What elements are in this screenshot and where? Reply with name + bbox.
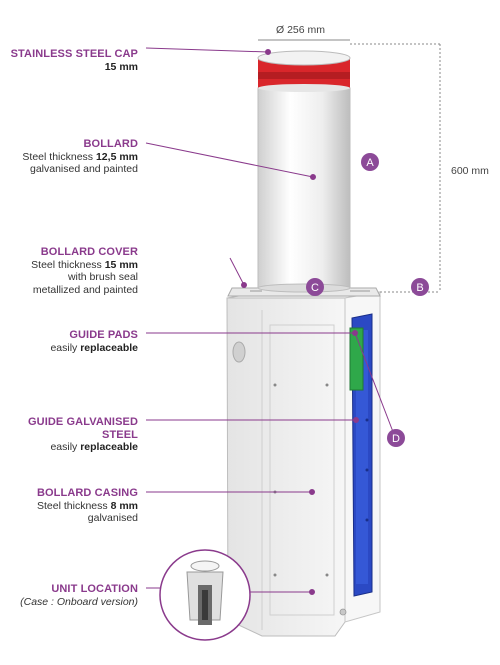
bollard-cylinder xyxy=(257,87,351,293)
bollard-thickness: 12,5 mm xyxy=(95,150,138,163)
badge-d: D xyxy=(387,429,405,447)
cover-title: BOLLARD COVER xyxy=(40,246,138,258)
casing-title: BOLLARD CASING xyxy=(36,487,138,499)
bollard-title: BOLLARD xyxy=(83,138,138,150)
label-bollard-casing: BOLLARD CASING Steel thickness 8 mm galv… xyxy=(37,487,138,525)
cover-line3: metallized and painted xyxy=(32,283,138,296)
leader-lines xyxy=(145,47,396,595)
location-title: UNIT LOCATION xyxy=(51,583,138,595)
guide-pads-replaceable: replaceable xyxy=(80,341,138,354)
unit-location-inset xyxy=(159,549,251,641)
dimension-lines xyxy=(258,39,441,293)
label-guide-pads: GUIDE PADS easily replaceable xyxy=(50,329,138,354)
bollard-line1-pre: Steel thickness xyxy=(22,150,96,163)
cover-line2: with brush seal xyxy=(67,271,138,283)
badge-d-label: D xyxy=(392,433,400,445)
badge-c-label: C xyxy=(311,282,319,294)
bollard-line2: galvanised and painted xyxy=(29,163,138,175)
stainless-steel-cap xyxy=(257,50,351,92)
badge-b-label: B xyxy=(416,282,423,294)
casing-thickness: 8 mm xyxy=(110,499,138,512)
label-unit-location: UNIT LOCATION (Case : Onboard version) xyxy=(20,583,138,608)
cover-thickness: 15 mm xyxy=(104,258,138,271)
guide-pads-line1-pre: easily xyxy=(50,341,81,354)
cap-thickness: 15 mm xyxy=(104,60,138,73)
height-label: 600 mm xyxy=(451,165,489,177)
badge-a: A xyxy=(361,153,379,171)
guide-steel-replaceable: replaceable xyxy=(80,441,138,453)
guide-steel-line1-pre: easily xyxy=(50,441,81,453)
label-bollard: BOLLARD Steel thickness 12,5 mm galvanis… xyxy=(22,138,138,176)
location-note: (Case : Onboard version) xyxy=(20,595,138,608)
diameter-label: Ø 256 mm xyxy=(276,24,326,36)
cap-title: STAINLESS STEEL CAP xyxy=(10,48,138,60)
cover-line1-pre: Steel thickness xyxy=(31,258,105,271)
guide-pads-title: GUIDE PADS xyxy=(69,329,138,341)
label-guide-galvanised-steel: GUIDE GALVANISED STEEL easily replaceabl… xyxy=(0,416,138,454)
casing-line1-pre: Steel thickness xyxy=(37,499,111,512)
guide-pads-shape xyxy=(349,327,364,391)
label-stainless-steel-cap: STAINLESS STEEL CAP 15 mm xyxy=(11,48,138,73)
badge-c: C xyxy=(306,278,324,296)
guide-steel-title: GUIDE GALVANISED STEEL xyxy=(28,416,138,441)
badge-a-label: A xyxy=(366,157,374,169)
badge-b: B xyxy=(411,278,429,296)
casing-line2: galvanised xyxy=(87,512,138,524)
label-bollard-cover: BOLLARD COVER Steel thickness 15 mm with… xyxy=(31,246,138,296)
